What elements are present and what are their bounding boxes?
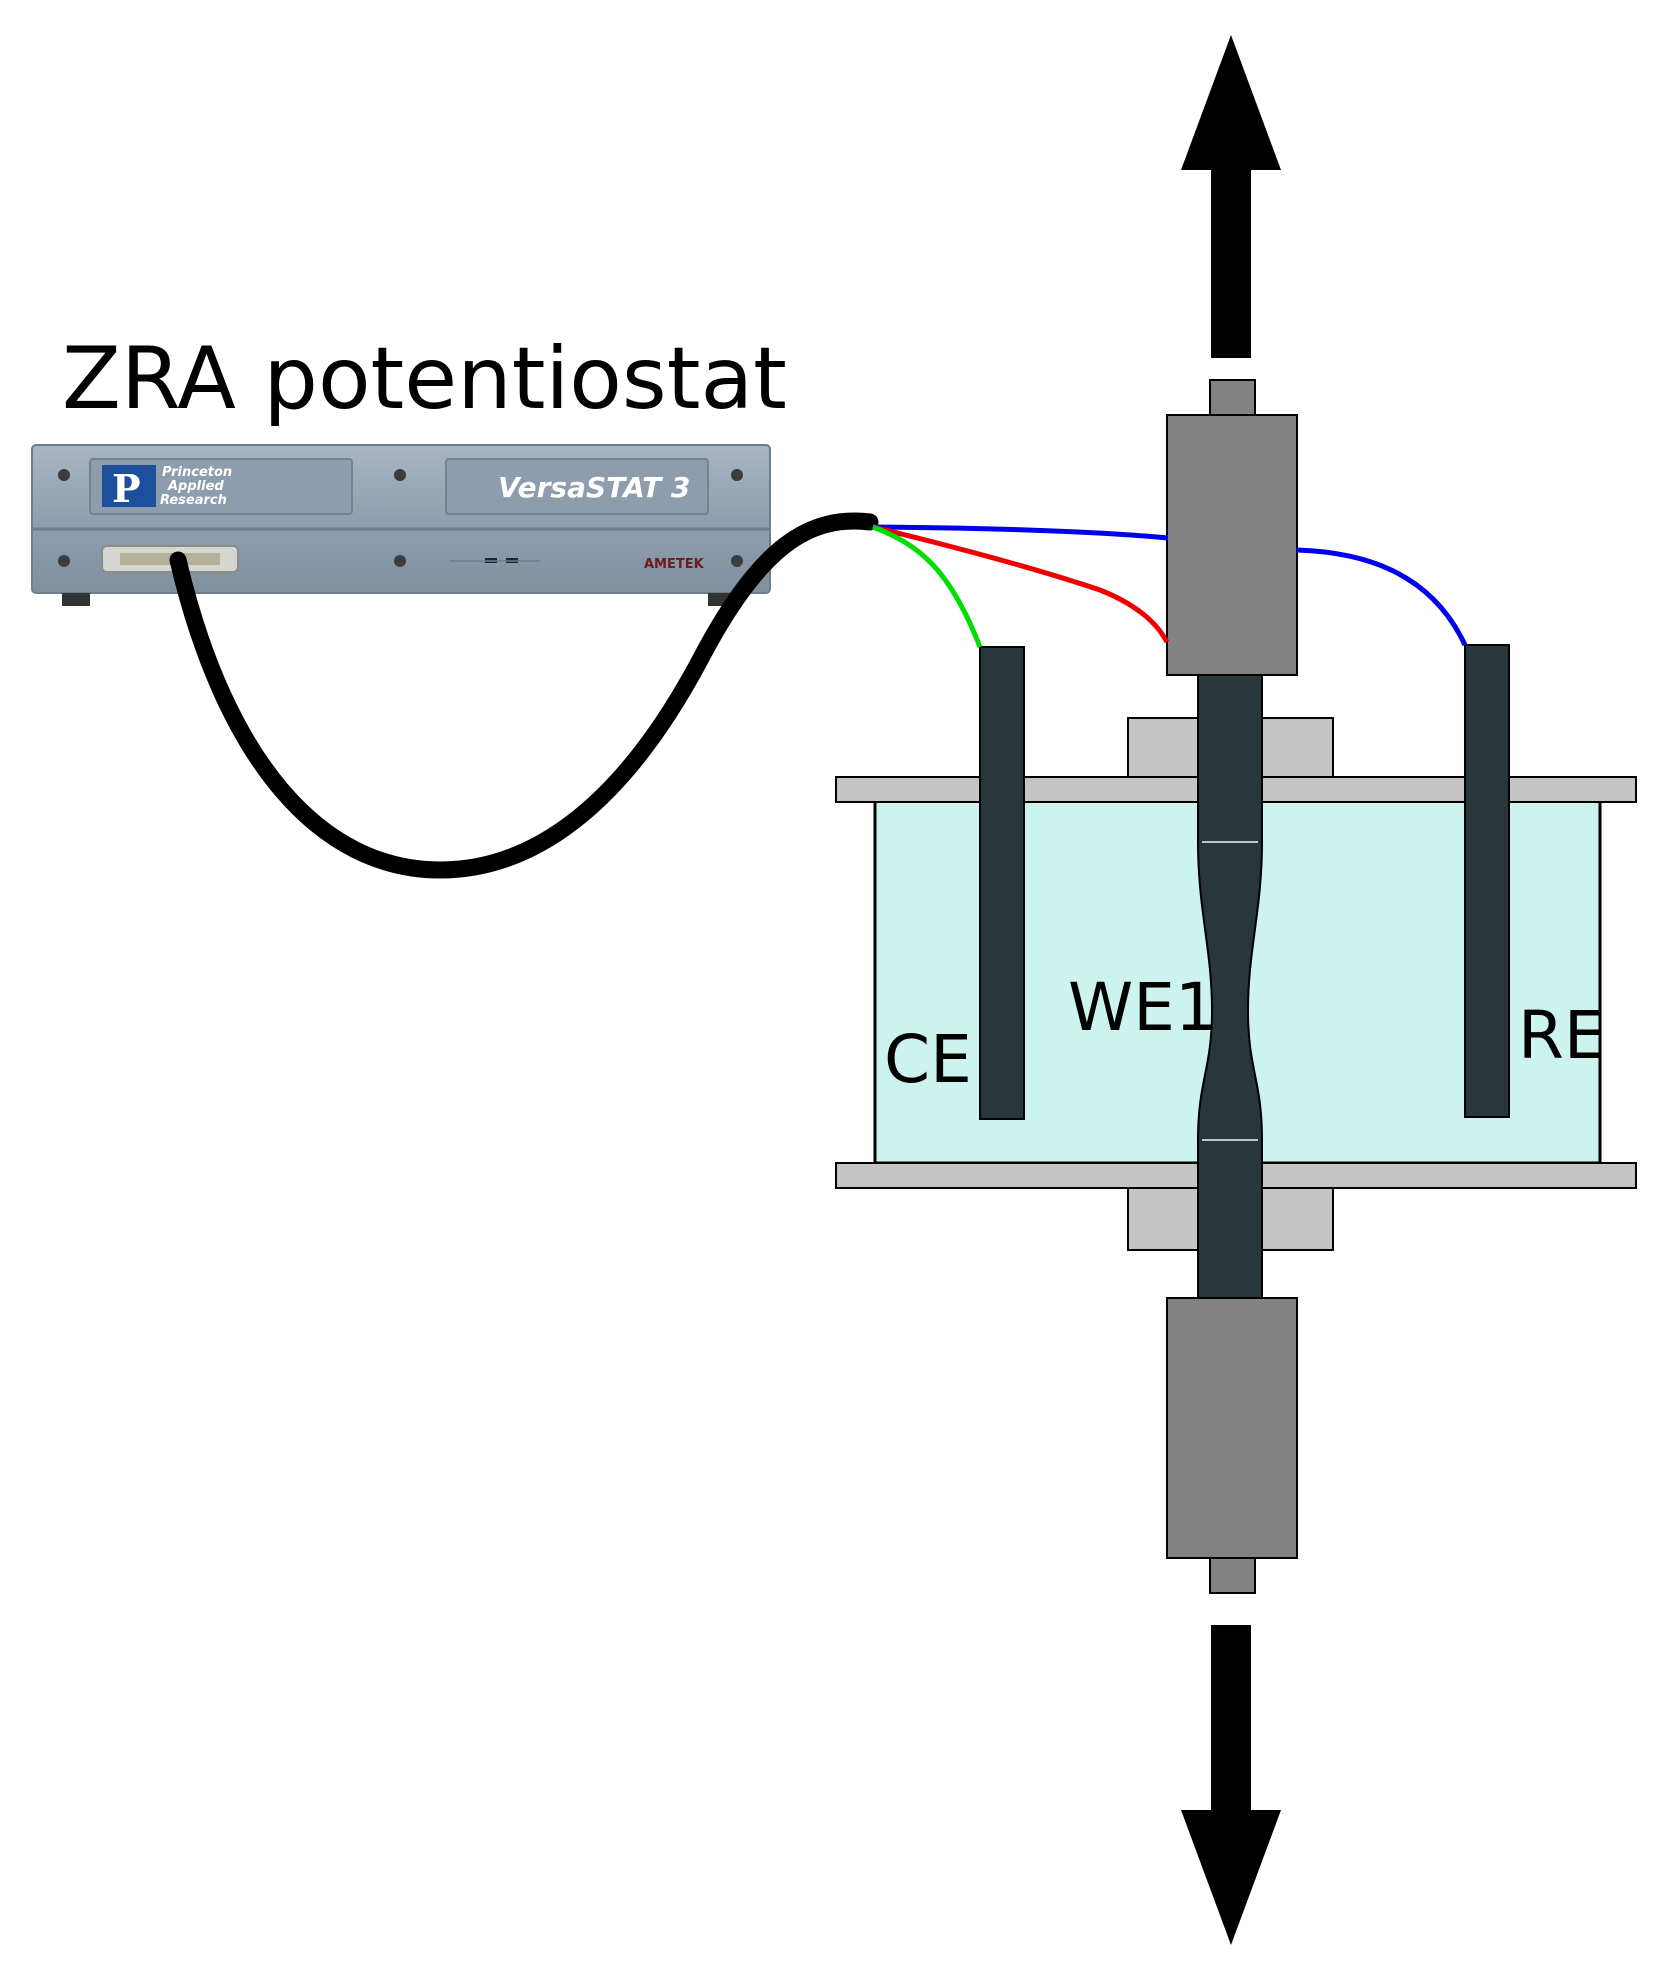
lower-grip: [1166, 1297, 1298, 1559]
upper-grip: [1166, 414, 1298, 676]
potentiostat-device: P Princeton Applied Research VersaSTAT 3…: [31, 444, 771, 606]
counter-electrode-label: CE: [884, 1021, 972, 1098]
arrow-up-icon: [1181, 35, 1281, 358]
reference-electrode-wire: [872, 524, 1468, 647]
lower-grip-bolt: [1209, 1557, 1256, 1594]
maker-line-3: Research: [160, 493, 227, 508]
device-model: VersaSTAT 3: [498, 471, 690, 504]
main-cable: [169, 512, 879, 879]
screw: [394, 469, 406, 481]
screw: [731, 469, 743, 481]
screw: [58, 469, 70, 481]
working-electrode-wire: [872, 524, 1170, 644]
maker-line-2: Applied: [167, 479, 224, 494]
vendor-label: AMETEK: [644, 557, 705, 572]
arrow-down-icon: [1181, 1625, 1281, 1945]
counter-electrode: [979, 646, 1025, 1120]
working-electrode-label: WE1: [1068, 969, 1217, 1046]
upper-grip-bolt: [1209, 379, 1256, 416]
counter-electrode-wire: [872, 524, 983, 648]
princeton-logo-icon: P: [102, 465, 156, 511]
screw: [394, 555, 406, 567]
svg-text:P: P: [112, 466, 141, 511]
diagram-title: ZRA potentiostat: [62, 329, 787, 429]
reference-electrode-label: RE: [1518, 997, 1606, 1074]
maker-line-1: Princeton: [162, 465, 232, 480]
device-foot-left: [62, 593, 90, 606]
screw: [58, 555, 70, 567]
model-panel: [445, 458, 709, 515]
reference-electrode: [1464, 644, 1510, 1118]
screw: [731, 555, 743, 567]
tensile-cell: [835, 379, 1637, 1594]
